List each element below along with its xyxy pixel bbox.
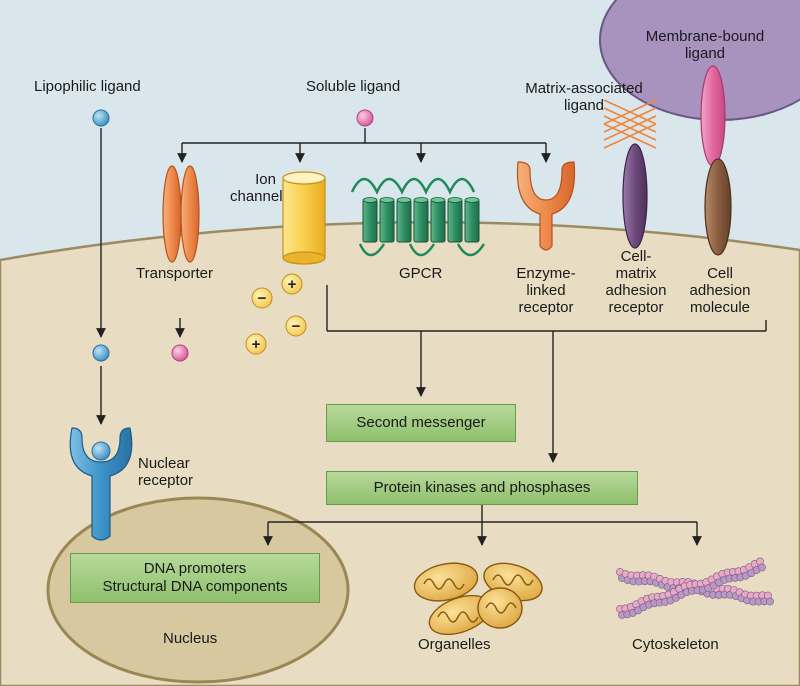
- ion-charge: +: [252, 336, 261, 353]
- matrix-ligand-line: Matrix-associated: [525, 80, 643, 97]
- gpcr-label: GPCR: [399, 265, 443, 282]
- nuclear-receptor-label: Nuclear receptor: [138, 455, 193, 489]
- dna-promoters-text: DNA promoters: [143, 560, 247, 577]
- nucleus-label: Nucleus: [163, 630, 218, 647]
- membrane-ligand-line: Membrane-bound: [645, 28, 765, 45]
- enzyme-receptor-line: receptor: [518, 299, 574, 316]
- cell-matrix-receptor-label: Cell- matrix adhesion receptor: [598, 248, 674, 316]
- soluble-ligand-label: Soluble ligand: [306, 78, 401, 95]
- second-messenger-box: Second messenger: [326, 404, 516, 442]
- transporter-icon: [162, 165, 200, 263]
- organelles-label: Organelles: [418, 636, 491, 653]
- enzyme-receptor-line: Enzyme-: [516, 265, 576, 282]
- gpcr-icon: [350, 177, 486, 257]
- ion-channel-line: channel: [230, 188, 283, 205]
- enzyme-receptor-label: Enzyme- linked receptor: [506, 265, 586, 316]
- membrane-ligand-icon: [700, 65, 726, 167]
- lipophilic-ligand-label: Lipophilic ligand: [34, 78, 141, 95]
- dna-structural-text: Structural DNA components: [102, 578, 288, 595]
- nuclear-receptor-line: receptor: [138, 472, 194, 489]
- cytoskeleton-bead: [766, 597, 774, 606]
- nuclear-receptor-icon: [69, 427, 133, 541]
- cell-matrix-receptor-line: Cell-: [620, 248, 652, 265]
- cell-adhesion-molecule-line: molecule: [689, 299, 751, 316]
- ion-channel-label: Ion channel: [230, 171, 283, 205]
- cell-adhesion-molecule-icon: [704, 158, 732, 256]
- dna-box: DNA promoters Structural DNA components: [70, 553, 320, 603]
- protein-kinases-box: Protein kinases and phosphases: [326, 471, 638, 505]
- lipophilic-ligand-ball-inside: [92, 344, 110, 362]
- cell-adhesion-molecule-line: adhesion: [689, 282, 751, 299]
- ion-charge: −: [292, 318, 301, 335]
- matrix-ligand-label: Matrix-associated ligand: [508, 80, 660, 114]
- bound-ligand-ball: [91, 441, 111, 461]
- cytoskeleton-bead: [758, 563, 766, 572]
- matrix-ligand-line: ligand: [563, 97, 605, 114]
- matrix-mesh-icon: [603, 99, 657, 149]
- ion-charges: − + − +: [252, 276, 301, 353]
- cell-matrix-receptor-icon: [622, 143, 648, 249]
- soluble-ligand-ball: [356, 109, 374, 127]
- mitochondria-icon: [413, 562, 543, 636]
- cytoskeleton-label: Cytoskeleton: [632, 636, 719, 653]
- ion-charge: +: [288, 276, 297, 293]
- ion-channel-line: Ion: [255, 171, 276, 188]
- membrane-ligand-label: Membrane-bound ligand: [632, 28, 778, 62]
- cytoskeleton-icon: [616, 557, 774, 619]
- ion-channel-icon: [282, 171, 326, 265]
- cell-matrix-receptor-line: adhesion: [605, 282, 667, 299]
- membrane-ligand-line: ligand: [684, 45, 726, 62]
- arrows: [96, 128, 767, 546]
- cell-matrix-receptor-line: receptor: [608, 299, 664, 316]
- ion-particles: [245, 273, 307, 355]
- ion-charge: −: [258, 290, 267, 307]
- enzyme-receptor-line: linked: [526, 282, 566, 299]
- lipophilic-ligand-ball: [92, 109, 110, 127]
- cell-matrix-receptor-line: matrix: [615, 265, 657, 282]
- cell-adhesion-molecule-label: Cell adhesion molecule: [680, 265, 760, 316]
- transporter-label: Transporter: [136, 265, 213, 282]
- cell-adhesion-molecule-line: Cell: [707, 265, 733, 282]
- enzyme-receptor-icon: [516, 161, 576, 251]
- nuclear-receptor-line: Nuclear: [138, 455, 190, 472]
- transported-ligand-ball: [171, 344, 189, 362]
